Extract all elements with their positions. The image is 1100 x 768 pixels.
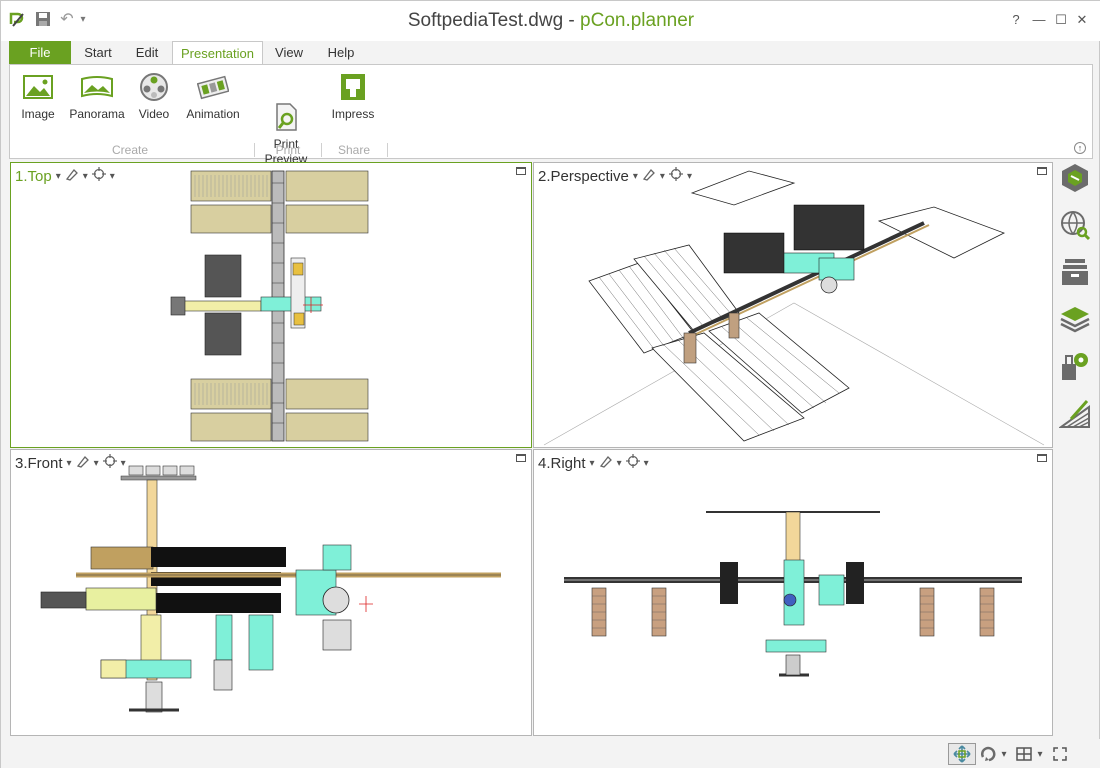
save-icon[interactable] [33, 9, 53, 29]
impress-icon [337, 71, 369, 103]
viewport-right-header: 4.Right ▾ ▾ ▾ [538, 454, 649, 472]
viewport-perspective-header: 2.Perspective ▾ ▾ ▾ [538, 167, 692, 185]
tab-presentation[interactable]: Presentation [172, 41, 263, 66]
maximize-viewport-icon[interactable] [1037, 454, 1047, 462]
ribbon-panel: Image Panorama Video Animation Print Pre… [9, 64, 1093, 166]
tab-view[interactable]: View [275, 45, 303, 60]
caret-icon[interactable]: ▾ [93, 457, 99, 469]
app-name: pCon.planner [580, 10, 695, 31]
file-name: SoftpediaTest.dwg [407, 10, 564, 31]
impress-label: Impress [331, 107, 375, 121]
tab-edit[interactable]: Edit [135, 45, 159, 60]
caret-icon[interactable]: ▾ [120, 457, 126, 469]
render-style-icon[interactable] [65, 167, 79, 185]
caret-icon[interactable]: ▾ [1001, 748, 1007, 760]
minimize-button[interactable]: — [1032, 12, 1046, 27]
viewport-perspective-label[interactable]: 2.Perspective [538, 167, 629, 185]
draw-icon[interactable] [1058, 396, 1092, 430]
panorama-label: Panorama [69, 107, 125, 121]
tab-file[interactable]: File [9, 41, 71, 65]
viewport-front-label[interactable]: 3.Front [15, 454, 63, 472]
layers-icon[interactable] [1058, 302, 1092, 336]
tab-start[interactable]: Start [84, 45, 112, 60]
status-bar: ▾ ▾ [1, 739, 1100, 768]
caret-icon[interactable]: ▾ [66, 457, 72, 469]
maximize-button[interactable]: ☐ [1055, 12, 1067, 27]
caret-icon[interactable]: ▾ [55, 170, 61, 182]
undo-icon[interactable]: ↶ [60, 11, 74, 28]
viewport-front[interactable]: 3.Front ▾ ▾ ▾ [10, 449, 532, 736]
settings-icon[interactable] [1058, 349, 1092, 383]
close-button[interactable]: ✕ [1076, 12, 1088, 27]
caret-icon[interactable]: ▾ [632, 170, 638, 182]
camera-target-icon[interactable] [102, 454, 117, 472]
group-create-label: Create [111, 143, 149, 157]
right-toolbar [1055, 161, 1095, 443]
viewport-top-header: 1.Top ▾ ▾ ▾ [15, 167, 115, 185]
caret-icon[interactable]: ▾ [1037, 748, 1043, 760]
render-style-icon[interactable] [642, 167, 656, 185]
viewport-top[interactable]: 1.Top ▾ ▾ ▾ [10, 162, 532, 448]
viewport-right[interactable]: 4.Right ▾ ▾ ▾ [533, 449, 1053, 736]
title-bar: ↶ ▾ SoftpediaTest.dwg - pCon.planner ? —… [1, 1, 1100, 41]
fullscreen-icon[interactable] [1051, 743, 1069, 765]
help-button[interactable]: ? [1012, 12, 1020, 27]
print-preview-icon [270, 86, 302, 131]
maximize-viewport-icon[interactable] [516, 454, 526, 462]
viewport-front-header: 3.Front ▾ ▾ ▾ [15, 454, 126, 472]
layout-icon[interactable] [1015, 743, 1033, 765]
maximize-viewport-icon[interactable] [516, 167, 526, 175]
animation-button[interactable]: Animation [180, 71, 246, 121]
caret-icon[interactable]: ▾ [589, 457, 595, 469]
top-view-model [170, 170, 369, 442]
viewport-perspective[interactable]: 2.Perspective ▾ ▾ ▾ [533, 162, 1053, 448]
orbit-icon[interactable] [979, 743, 999, 765]
configure-icon[interactable] [1058, 161, 1092, 195]
panorama-button[interactable]: Panorama [66, 71, 128, 121]
viewport-top-label[interactable]: 1.Top [15, 167, 52, 185]
video-button[interactable]: Video [132, 71, 176, 121]
image-label: Image [21, 107, 55, 121]
viewport-right-label[interactable]: 4.Right [538, 454, 586, 472]
move-view-icon[interactable] [948, 743, 976, 765]
video-icon [138, 71, 170, 103]
group-separator [254, 143, 255, 157]
ribbon-tabs: File Start Edit Presentation View Help [9, 41, 1093, 66]
panorama-icon [81, 71, 113, 103]
right-view-model [564, 511, 1022, 677]
camera-target-icon[interactable] [625, 454, 640, 472]
caret-icon[interactable]: ▾ [659, 170, 665, 182]
camera-target-icon[interactable] [91, 167, 106, 185]
app-logo-icon[interactable] [7, 9, 27, 29]
group-share-label: Share [337, 143, 371, 157]
window-title: SoftpediaTest.dwg - pCon.planner [1, 10, 1100, 32]
catalog-search-icon[interactable] [1058, 208, 1092, 242]
caret-icon[interactable]: ▾ [686, 170, 692, 182]
collapse-ribbon-icon[interactable]: ↑ [1074, 142, 1086, 154]
title-separator: - [563, 10, 581, 31]
caret-icon[interactable]: ▾ [82, 170, 88, 182]
video-label: Video [138, 107, 170, 121]
maximize-viewport-icon[interactable] [1037, 167, 1047, 175]
tab-help[interactable]: Help [327, 45, 355, 60]
quick-access-dropdown[interactable]: ▾ [80, 13, 86, 25]
caret-icon[interactable]: ▾ [643, 457, 649, 469]
group-print-label: Print [275, 143, 301, 157]
render-style-icon[interactable] [599, 454, 613, 472]
perspective-view-model [543, 170, 1045, 446]
animation-label: Animation [186, 107, 240, 121]
impress-button[interactable]: Impress [326, 71, 380, 121]
image-button[interactable]: Image [14, 71, 62, 121]
render-style-icon[interactable] [76, 454, 90, 472]
image-icon [22, 71, 54, 103]
camera-target-icon[interactable] [668, 167, 683, 185]
caret-icon[interactable]: ▾ [616, 457, 622, 469]
front-view-model [40, 465, 501, 713]
group-separator [387, 143, 388, 157]
animation-icon [196, 71, 230, 103]
caret-icon[interactable]: ▾ [109, 170, 115, 182]
storage-icon[interactable] [1058, 255, 1092, 289]
group-separator [321, 143, 322, 157]
